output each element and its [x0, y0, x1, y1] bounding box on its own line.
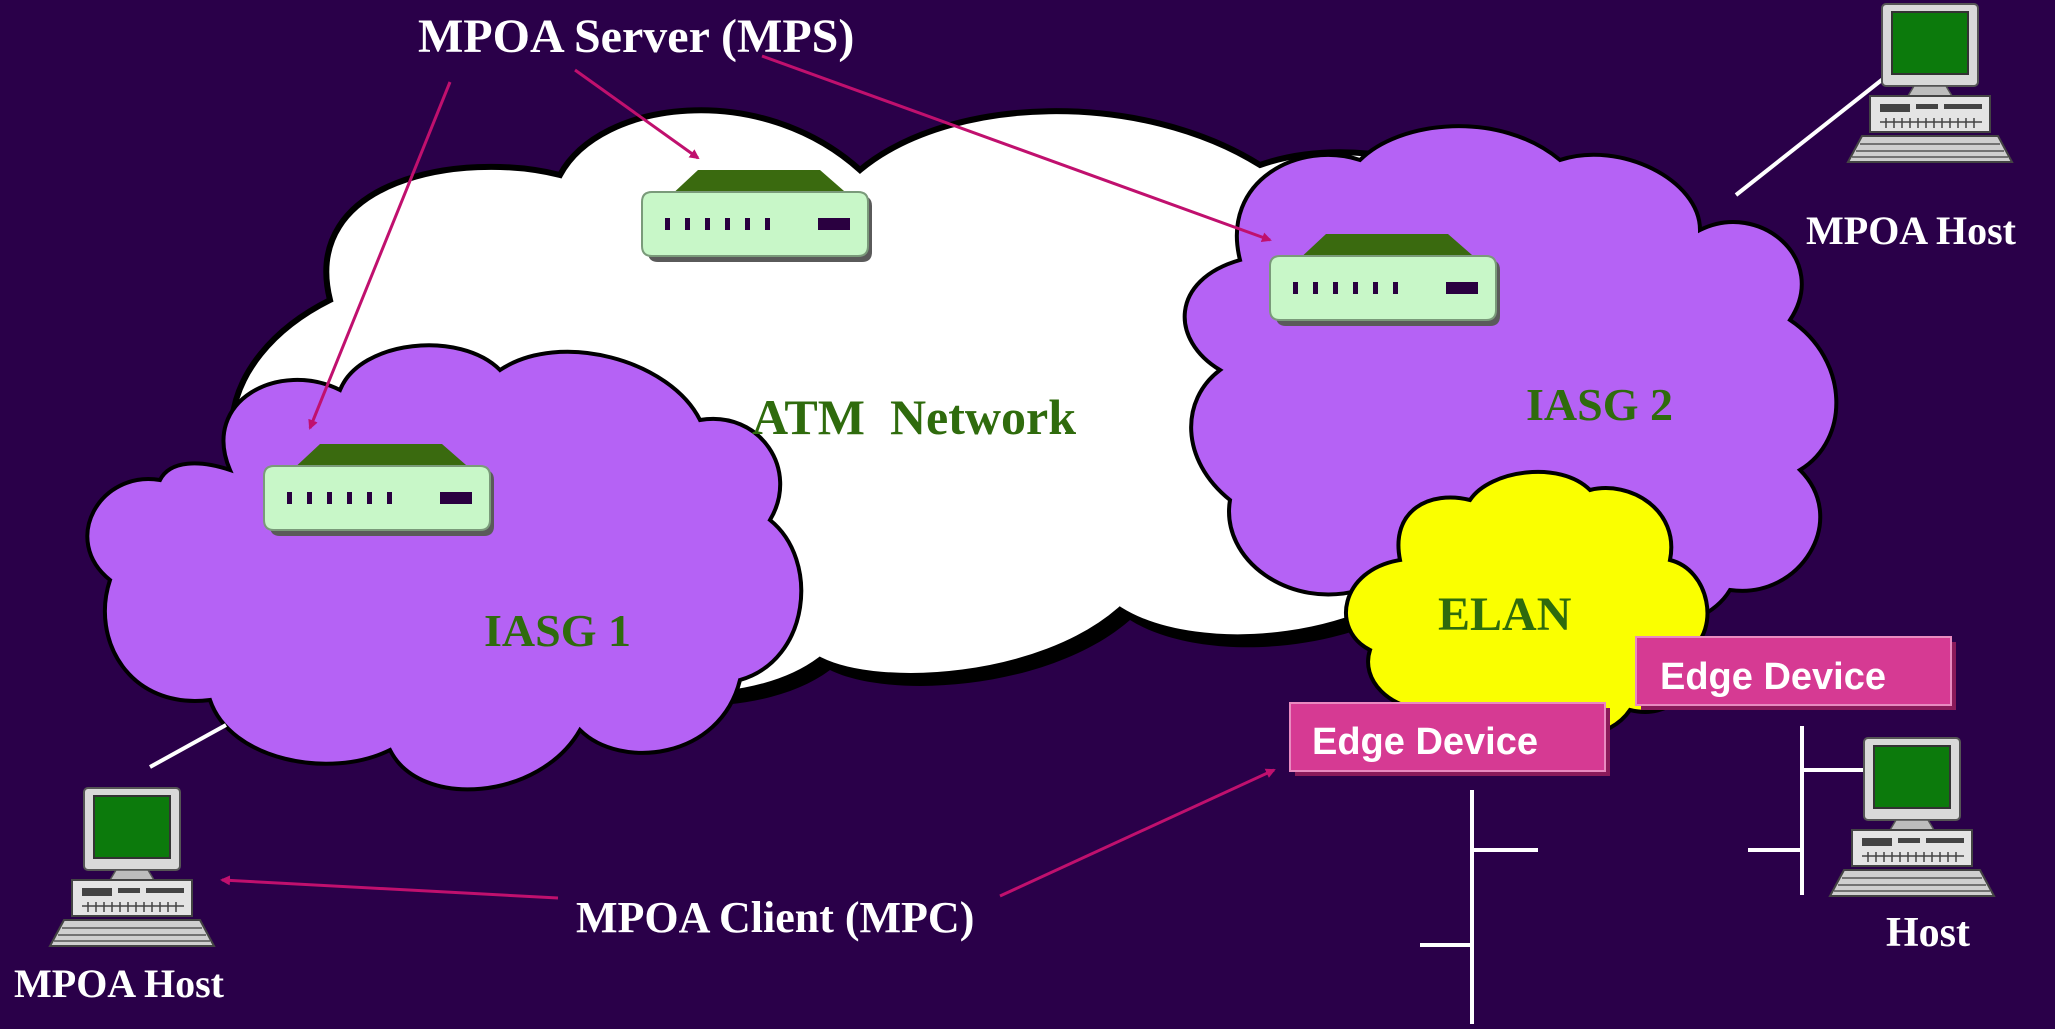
edge-device-left: Edge Device: [1289, 702, 1610, 776]
mpoa-host-left-label: MPOA Host: [14, 961, 225, 1006]
iasg1-cloud: [85, 343, 804, 792]
computer-icon: [49, 787, 215, 947]
computer-icon: [1847, 3, 2013, 163]
iasg2-label: IASG 2: [1526, 379, 1673, 430]
edge-device-right: Edge Device: [1635, 636, 1956, 710]
edge-device-label: Edge Device: [1312, 721, 1538, 763]
atm-network-label: ATM Network: [752, 389, 1076, 445]
lan-segments: [149, 73, 1890, 1024]
host-label: Host: [1886, 910, 1970, 956]
mpc-label: MPOA Client (MPC): [576, 893, 974, 942]
elan-label: ELAN: [1438, 588, 1572, 641]
mps-label: MPOA Server (MPS): [418, 10, 854, 63]
computer-icon: [1829, 737, 1995, 897]
iasg1-label: IASG 1: [484, 605, 631, 656]
edge-device-label: Edge Device: [1660, 656, 1886, 698]
arrows: [220, 54, 1276, 900]
mpoa-host-right-label: MPOA Host: [1806, 208, 2017, 253]
